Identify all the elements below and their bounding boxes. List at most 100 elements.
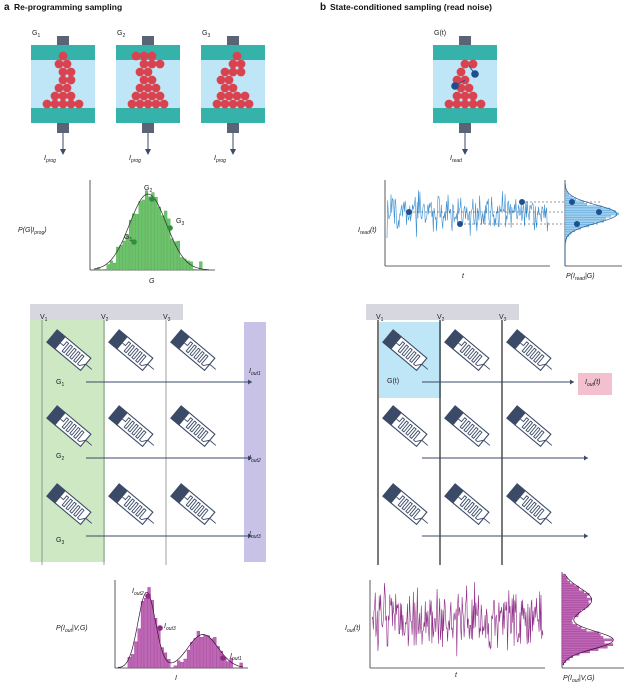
ion	[131, 51, 141, 61]
hist-bar	[147, 587, 151, 669]
hist-bar	[173, 665, 177, 669]
sample-point	[131, 239, 137, 245]
crossbar-cell	[444, 483, 491, 526]
ion	[155, 91, 165, 101]
current-arrow	[462, 149, 468, 155]
hist-bar	[157, 206, 161, 271]
side-bar	[561, 609, 582, 613]
trace-b-xlabel: t	[462, 273, 465, 280]
hist-bar	[131, 654, 135, 669]
side-bar	[561, 621, 573, 625]
hist-bar	[148, 196, 152, 271]
sample-point	[519, 199, 525, 205]
side-bar	[561, 593, 590, 596]
cell-resistor	[122, 417, 155, 446]
ion	[62, 59, 72, 69]
side-bar	[561, 573, 565, 577]
hist-bar	[116, 246, 120, 271]
hist-bar	[190, 641, 194, 669]
cell-resistor	[458, 495, 491, 524]
fit-curve	[93, 193, 210, 271]
hist-bar	[183, 258, 187, 271]
device-gt-current: Iread	[450, 155, 462, 164]
ion	[216, 75, 226, 85]
hist-bar	[239, 662, 243, 669]
hist-bar	[199, 261, 203, 271]
voltage-v3-b: V3	[499, 314, 507, 323]
device-g1	[31, 36, 95, 155]
output-noise-trace	[369, 572, 624, 669]
ion	[236, 99, 246, 109]
crossbar-cell	[444, 329, 491, 372]
output-box	[578, 373, 612, 395]
ion	[54, 59, 64, 69]
hist-bar	[106, 264, 110, 271]
cell-resistor	[184, 417, 217, 446]
hist-bar	[196, 631, 200, 669]
trace-b-ylabel: Iread(t)	[358, 227, 377, 236]
row-arrow	[584, 455, 588, 461]
mobile-ion	[471, 70, 479, 78]
ion	[143, 67, 153, 77]
side-bar	[561, 607, 586, 610]
cell-terminal	[170, 405, 190, 426]
side-bar	[561, 638, 613, 642]
side-bar	[564, 188, 567, 192]
row-arrow	[248, 379, 252, 385]
crossbar-cell	[506, 483, 553, 526]
ion	[212, 99, 222, 109]
hist-bar	[209, 638, 214, 669]
ion	[159, 99, 169, 109]
cell-resistor	[458, 417, 491, 446]
hist-bar	[93, 268, 97, 271]
ion	[42, 99, 52, 109]
crossbar-cell	[108, 483, 155, 526]
voltage-v3-a: V3	[163, 314, 171, 323]
hist-bar	[125, 234, 129, 271]
output-column	[244, 322, 266, 562]
side-bar	[564, 231, 572, 235]
sample-point	[220, 655, 226, 661]
ion	[220, 67, 230, 77]
hist-point-label-g2: G2	[144, 185, 152, 194]
read-noise-trace	[384, 180, 622, 267]
bottom-pin	[142, 123, 154, 133]
ion	[151, 83, 161, 93]
ion	[452, 99, 462, 109]
ion	[74, 99, 84, 109]
side-bar	[561, 617, 574, 620]
ion	[135, 99, 145, 109]
ion	[66, 99, 76, 109]
side-bar	[561, 585, 579, 589]
hist-bar	[154, 618, 158, 669]
cell-terminal	[46, 483, 66, 504]
side-bar	[561, 595, 587, 598]
cell-terminal	[108, 405, 128, 426]
crossbar-cell	[108, 329, 155, 372]
voltage-v2-a: V2	[101, 314, 109, 323]
side-bar	[561, 650, 590, 654]
hist-bar	[186, 649, 191, 669]
side-bar	[564, 207, 611, 211]
sample-point	[406, 209, 412, 215]
cell-label-g1: G1	[56, 379, 64, 388]
device-g2-current: Iprog	[129, 155, 141, 164]
hist-aout-xlabel: I	[175, 675, 177, 682]
hist-bar	[160, 215, 165, 271]
hist-a-ylabel: P(G|Iprog)	[18, 227, 47, 236]
side-bar	[561, 624, 578, 627]
bottom-pin	[57, 123, 69, 133]
ion	[452, 91, 462, 101]
cell-terminal	[46, 329, 66, 350]
row-arrow	[248, 533, 252, 539]
ion	[135, 67, 145, 77]
hist-point-label-g3: G3	[176, 218, 184, 227]
ion	[216, 91, 226, 101]
sample-point	[167, 225, 173, 231]
ion	[224, 91, 234, 101]
side-bar	[561, 597, 592, 601]
device-gt-label: G(t)	[434, 30, 446, 37]
ion	[58, 67, 68, 77]
current-arrow	[60, 149, 66, 155]
cell-terminal	[170, 329, 190, 350]
